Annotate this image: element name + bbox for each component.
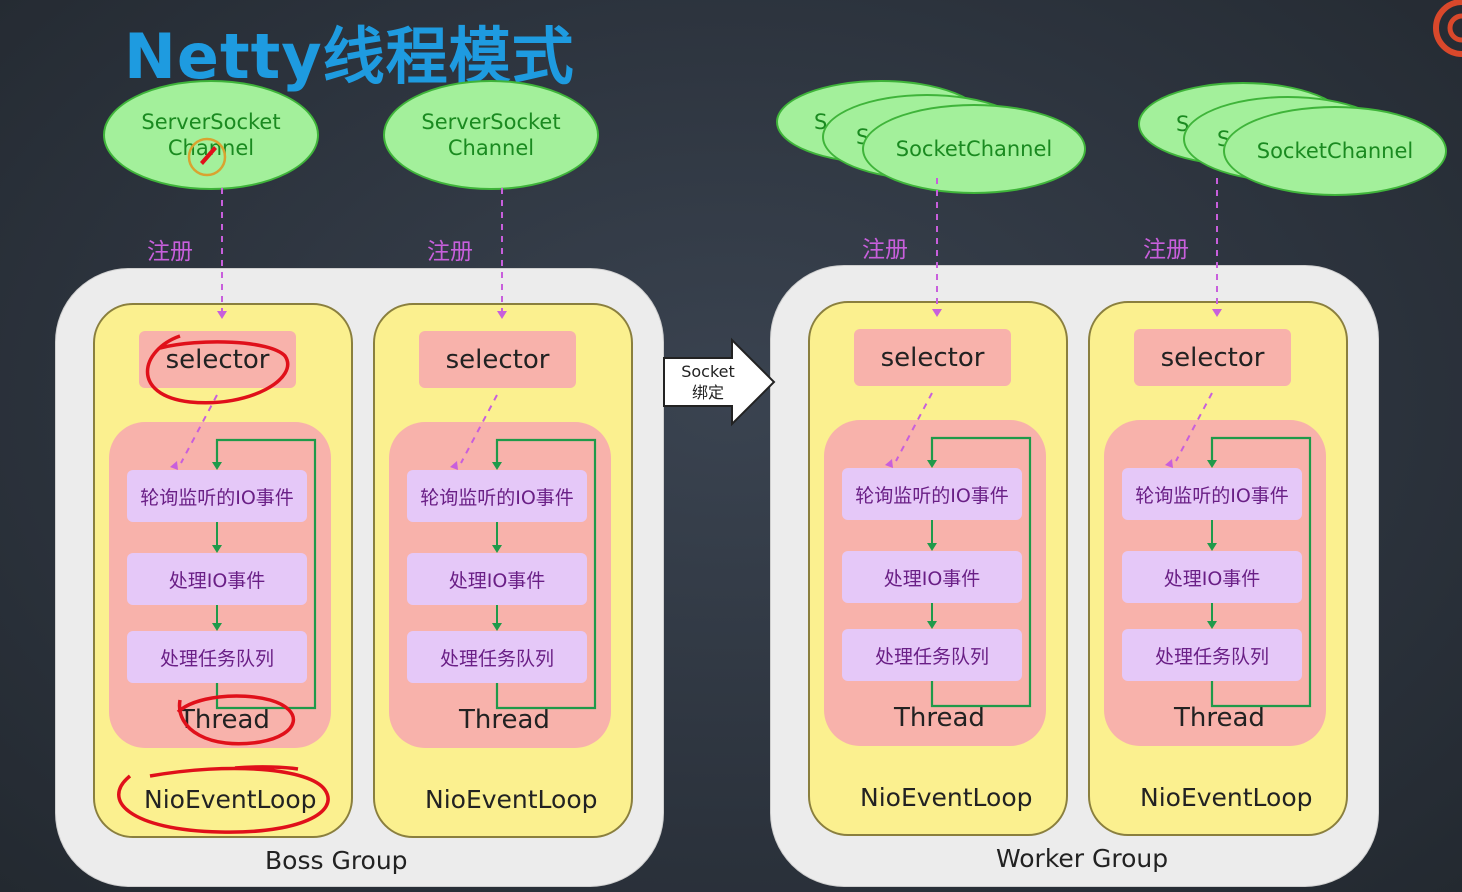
selector-box: selector — [139, 331, 296, 388]
loop-step: 处理IO事件 — [127, 553, 307, 605]
register-label: 注册 — [427, 239, 473, 265]
socket-channel-label: SocketChannel — [1256, 139, 1414, 163]
loop-step: 处理IO事件 — [1122, 551, 1302, 603]
loop-step: 轮询监听的IO事件 — [407, 470, 587, 522]
socket-channel-front: SocketChannel — [1223, 106, 1447, 196]
server-socket-channel-1: ServerSocket Channel — [103, 80, 319, 190]
loop-step: 轮询监听的IO事件 — [842, 468, 1022, 520]
loop-step: 处理IO事件 — [842, 551, 1022, 603]
boss-group-label: Boss Group — [265, 846, 408, 875]
loop-step: 处理IO事件 — [407, 553, 587, 605]
thread-label: Thread — [894, 703, 985, 733]
server-socket-channel-label: ServerSocket Channel — [141, 110, 281, 160]
nio-event-loop-label: NioEventLoop — [860, 783, 1033, 812]
socket-bind-label: Socket 绑定 — [681, 362, 735, 402]
loop-step: 处理任务队列 — [1122, 629, 1302, 681]
loop-step: 处理任务队列 — [407, 631, 587, 683]
thread-label: Thread — [459, 705, 550, 735]
loop-step: 处理任务队列 — [127, 631, 307, 683]
loop-step: 处理任务队列 — [842, 629, 1022, 681]
thread-label: Thread — [1174, 703, 1265, 733]
nio-event-loop-label: NioEventLoop — [425, 785, 598, 814]
socket-channel-label: SocketChannel — [895, 137, 1053, 161]
worker-group-label: Worker Group — [996, 844, 1169, 873]
nio-event-loop-label: NioEventLoop — [144, 785, 317, 814]
register-label: 注册 — [1143, 237, 1189, 263]
nio-event-loop-label: NioEventLoop — [1140, 783, 1313, 812]
loop-step: 轮询监听的IO事件 — [127, 470, 307, 522]
register-label: 注册 — [147, 239, 193, 265]
socket-channel-front: SocketChannel — [862, 104, 1086, 194]
thread-label: Thread — [179, 705, 270, 735]
selector-box: selector — [419, 331, 576, 388]
selector-box: selector — [1134, 329, 1291, 386]
server-socket-channel-2: ServerSocket Channel — [383, 80, 599, 190]
loop-step: 轮询监听的IO事件 — [1122, 468, 1302, 520]
register-label: 注册 — [862, 237, 908, 263]
server-socket-channel-label: ServerSocket Channel — [421, 110, 561, 160]
selector-box: selector — [854, 329, 1011, 386]
